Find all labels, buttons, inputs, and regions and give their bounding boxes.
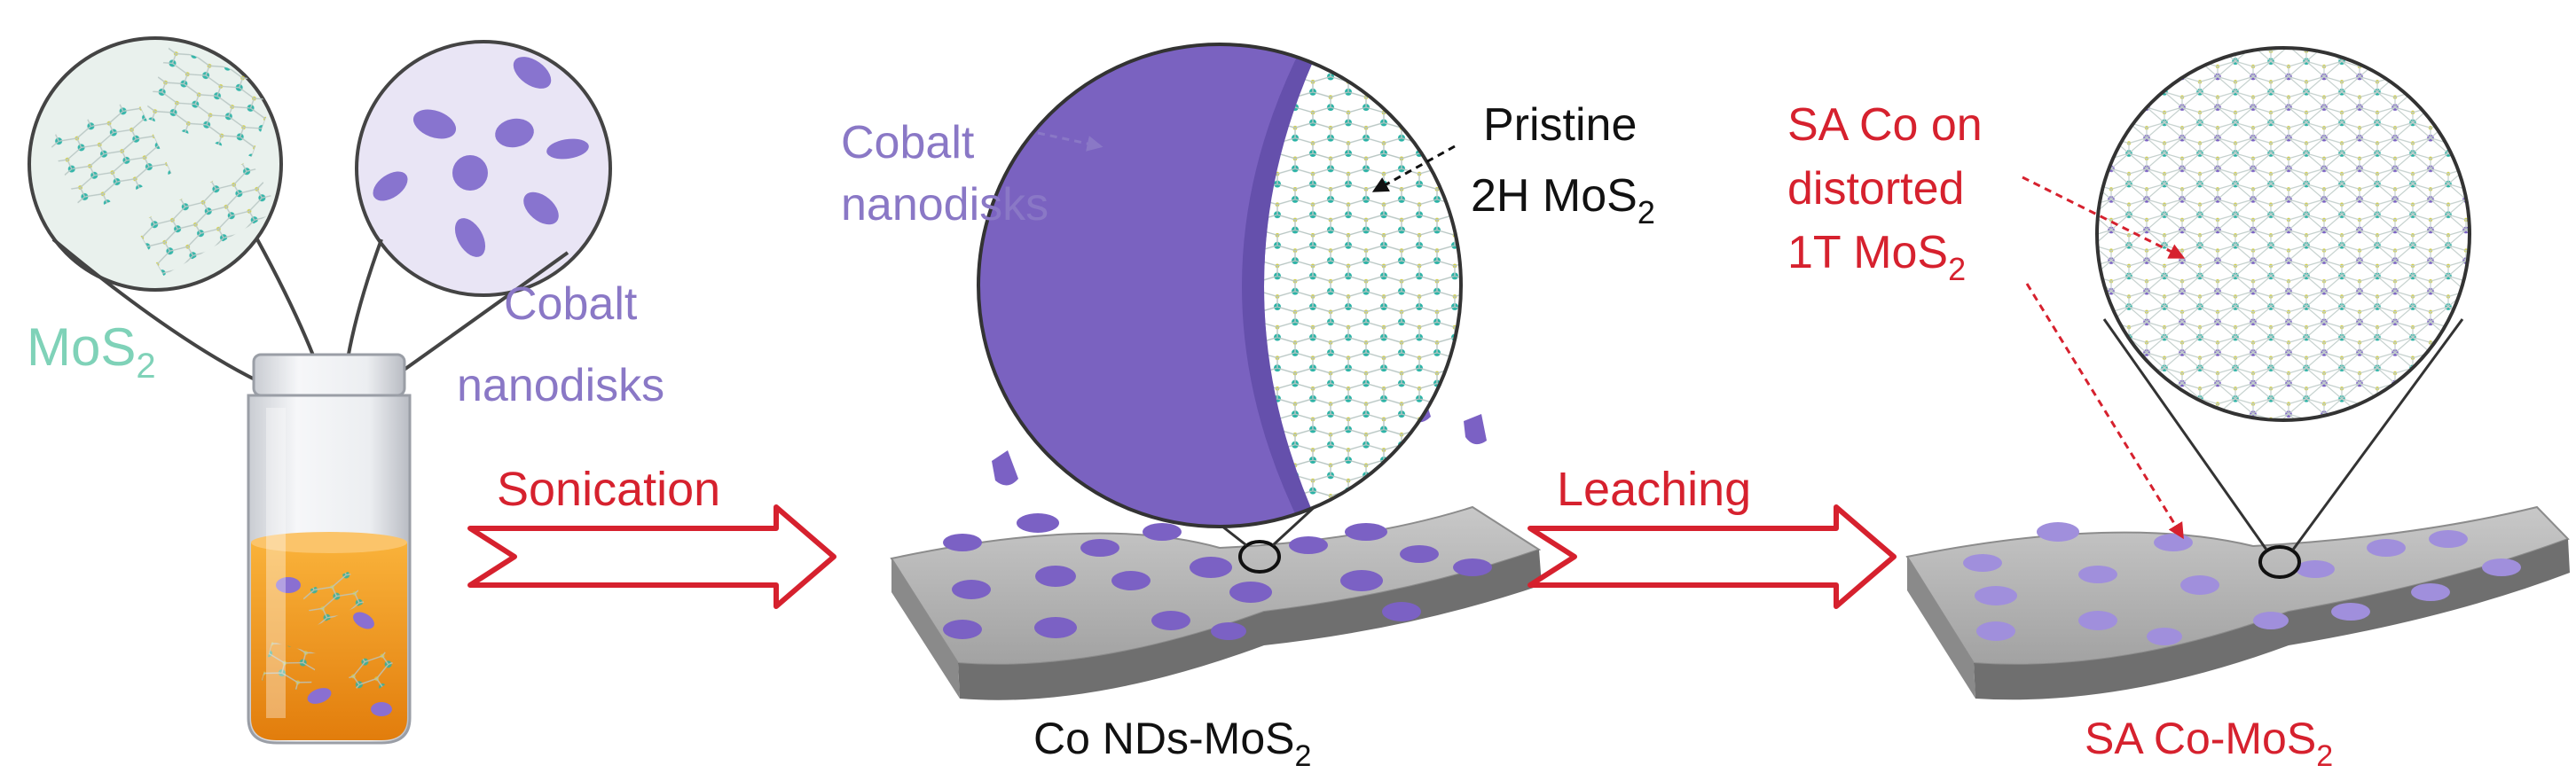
sheet-leached-marks (1963, 522, 2521, 645)
product1-label-sub: 2 (1294, 739, 1311, 773)
sheet-cobalt-disks (943, 513, 1492, 640)
cobalt-label-line2: nanodisks (457, 360, 664, 411)
product2-label: SA Co-MoS (2085, 714, 2316, 763)
pristine-label-sub: 2 (1637, 194, 1655, 230)
mos2-flake-1 (47, 97, 172, 215)
mos2-label: MoS (27, 317, 136, 377)
saco-label-line1: SA Co on (1787, 99, 1983, 151)
sa-co-zoom-circle (2095, 46, 2471, 422)
pristine-label-line1: Pristine (1483, 99, 1637, 151)
svg-text:Co NDs-MoS2: Co NDs-MoS2 (1033, 714, 1311, 773)
saco-label-sub: 2 (1948, 251, 1966, 287)
cobalt-zoom-circle (355, 40, 612, 297)
cobalt-disk-face (978, 44, 1322, 527)
zoom-cobalt-label-line1: Cobalt (841, 117, 975, 168)
mos2-flake-3 (134, 159, 279, 276)
leaching-label: Leaching (1557, 463, 1751, 516)
co-nds-zoom-circle (977, 43, 1463, 528)
saco-label-line2: distorted (1787, 163, 1964, 215)
sheet-zoom-marker (1238, 540, 1281, 574)
sonication-arrow (467, 504, 836, 609)
vial (247, 353, 412, 745)
product1-label: Co NDs-MoS (1033, 714, 1294, 763)
vial-cobalt-disks (276, 577, 392, 716)
cobalt-pointer-arrow (1037, 131, 1103, 152)
zoom-cobalt-label-line2: nanodisks (841, 179, 1048, 230)
svg-text:SA Co-MoS2: SA Co-MoS2 (2085, 714, 2333, 773)
sa-co-zoom-cone (2102, 318, 2464, 551)
mos2-zoom-circle (27, 36, 283, 292)
sheet-zoom-marker-2 (2258, 545, 2301, 579)
svg-text:MoS2: MoS2 (27, 317, 156, 386)
svg-text:1T MoS2: 1T MoS2 (1787, 227, 1966, 287)
vial-mos2-flakes (261, 571, 401, 699)
sonication-label: Sonication (497, 463, 720, 516)
sa-co-sheet (1905, 505, 2570, 700)
cobalt-label-line1: Cobalt (504, 278, 638, 330)
svg-text:2H MoS2: 2H MoS2 (1471, 170, 1655, 230)
mos2-label-sub: 2 (136, 347, 155, 386)
leaching-arrow (1528, 504, 1897, 609)
saco-label-line3: 1T MoS (1787, 227, 1948, 278)
product2-label-sub: 2 (2316, 739, 2333, 773)
saco-pointer-arrow-1 (2022, 176, 2186, 259)
pristine-pointer-arrow (1371, 144, 1456, 192)
pristine-label-line2: 2H MoS (1471, 170, 1637, 222)
co-nds-sheet (890, 505, 1542, 700)
